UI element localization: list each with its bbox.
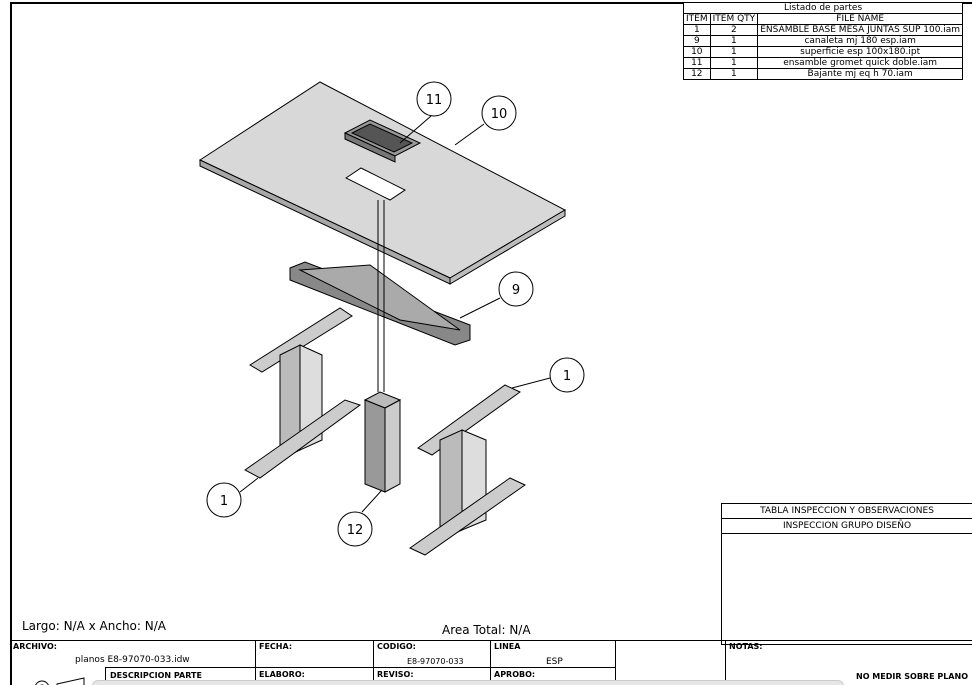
area-text: Area Total: N/A	[442, 623, 531, 637]
balloon-12	[337, 511, 373, 547]
parts-list-table: Listado de partes ITEM ITEM QTY FILE NAM…	[682, 2, 964, 80]
cell-item: 12	[683, 68, 711, 80]
cell-file: canaleta mj 180 esp.iam	[757, 35, 964, 47]
cell-qty: 2	[709, 24, 759, 36]
leg-base-part-1-right	[409, 384, 526, 556]
cable-column-part-12	[363, 391, 402, 493]
inspection-table: TABLA INSPECCION Y OBSERVACIONES INSPECC…	[721, 503, 972, 645]
parts-list-title: Listado de partes	[682, 2, 964, 14]
balloon-1-left-label: 1	[220, 494, 228, 509]
cell-item: 11	[683, 57, 711, 69]
leg-base-part-1-left	[244, 307, 362, 479]
archivo-cell: ARCHIVO: planos E8-97070-033.idw DESCRIP…	[10, 640, 255, 685]
horizontal-scrollbar[interactable]	[92, 680, 844, 685]
notas-cell: NOTAS: NO MEDIR SOBRE PLANO	[725, 640, 972, 685]
sheet-border	[10, 2, 972, 685]
cell-file: Bajante mj eq h 70.iam	[757, 68, 964, 80]
balloon-1-left	[206, 482, 242, 518]
balloon-10	[481, 95, 517, 131]
grommet-part-11	[343, 119, 422, 163]
cable-tray-part-9	[289, 261, 471, 346]
reviso-label: REVISO:	[377, 670, 414, 679]
table-top-part-10	[198, 81, 567, 285]
header-qty: ITEM QTY	[709, 13, 759, 25]
inspection-subtitle: INSPECCION GRUPO DISEÑO	[722, 519, 972, 534]
linea-value: ESP	[546, 657, 563, 667]
notas-label: NOTAS:	[729, 642, 763, 651]
balloon-1-right	[549, 357, 585, 393]
balloon-9	[498, 271, 534, 307]
cell-item: 1	[683, 24, 711, 36]
fecha-cell: FECHA: ELABORO:	[255, 640, 374, 685]
linea-label: LINEA	[494, 642, 521, 651]
descripcion-label: DESCRIPCION PARTE	[110, 671, 202, 680]
cell-file: ENSAMBLE BASE MESA JUNTAS SUP 100.iam	[757, 24, 964, 36]
archivo-label: ARCHIVO:	[13, 642, 57, 651]
cell-qty: 1	[709, 57, 759, 69]
aprobo-label: APROBO:	[494, 670, 536, 679]
inspection-title: TABLA INSPECCION Y OBSERVACIONES	[722, 504, 972, 519]
codigo-cell: CODIGO: E8-97070-033 REVISO:	[373, 640, 491, 685]
balloon-12-label: 12	[347, 523, 364, 538]
cell-file: ensamble gromet quick doble.iam	[757, 57, 964, 69]
balloon-11-label: 11	[426, 93, 443, 108]
fecha-label: FECHA:	[259, 642, 293, 651]
balloon-9-label: 9	[512, 283, 520, 298]
blank-cell	[615, 640, 726, 685]
cell-qty: 1	[709, 35, 759, 47]
cell-qty: 1	[709, 46, 759, 58]
balloon-11	[416, 81, 452, 117]
codigo-label: CODIGO:	[377, 642, 416, 651]
balloon-10-label: 10	[491, 107, 508, 122]
cell-qty: 1	[709, 68, 759, 80]
cell-item: 10	[683, 46, 711, 58]
header-file: FILE NAME	[757, 13, 964, 25]
codigo-value: E8-97070-033	[407, 657, 464, 666]
archivo-value: planos E8-97070-033.idw	[75, 655, 190, 665]
linea-cell: LINEA ESP APROBO:	[490, 640, 616, 685]
cell-file: superficie esp 100x180.ipt	[757, 46, 964, 58]
header-item: ITEM	[683, 13, 711, 25]
cell-item: 9	[683, 35, 711, 47]
balloon-1-right-label: 1	[563, 369, 571, 384]
projection-symbol-icon	[35, 677, 85, 685]
elaboro-label: ELABORO:	[259, 670, 305, 679]
warning-text: NO MEDIR SOBRE PLANO	[856, 672, 968, 682]
dimensions-text: Largo: N/A x Ancho: N/A	[22, 619, 166, 633]
